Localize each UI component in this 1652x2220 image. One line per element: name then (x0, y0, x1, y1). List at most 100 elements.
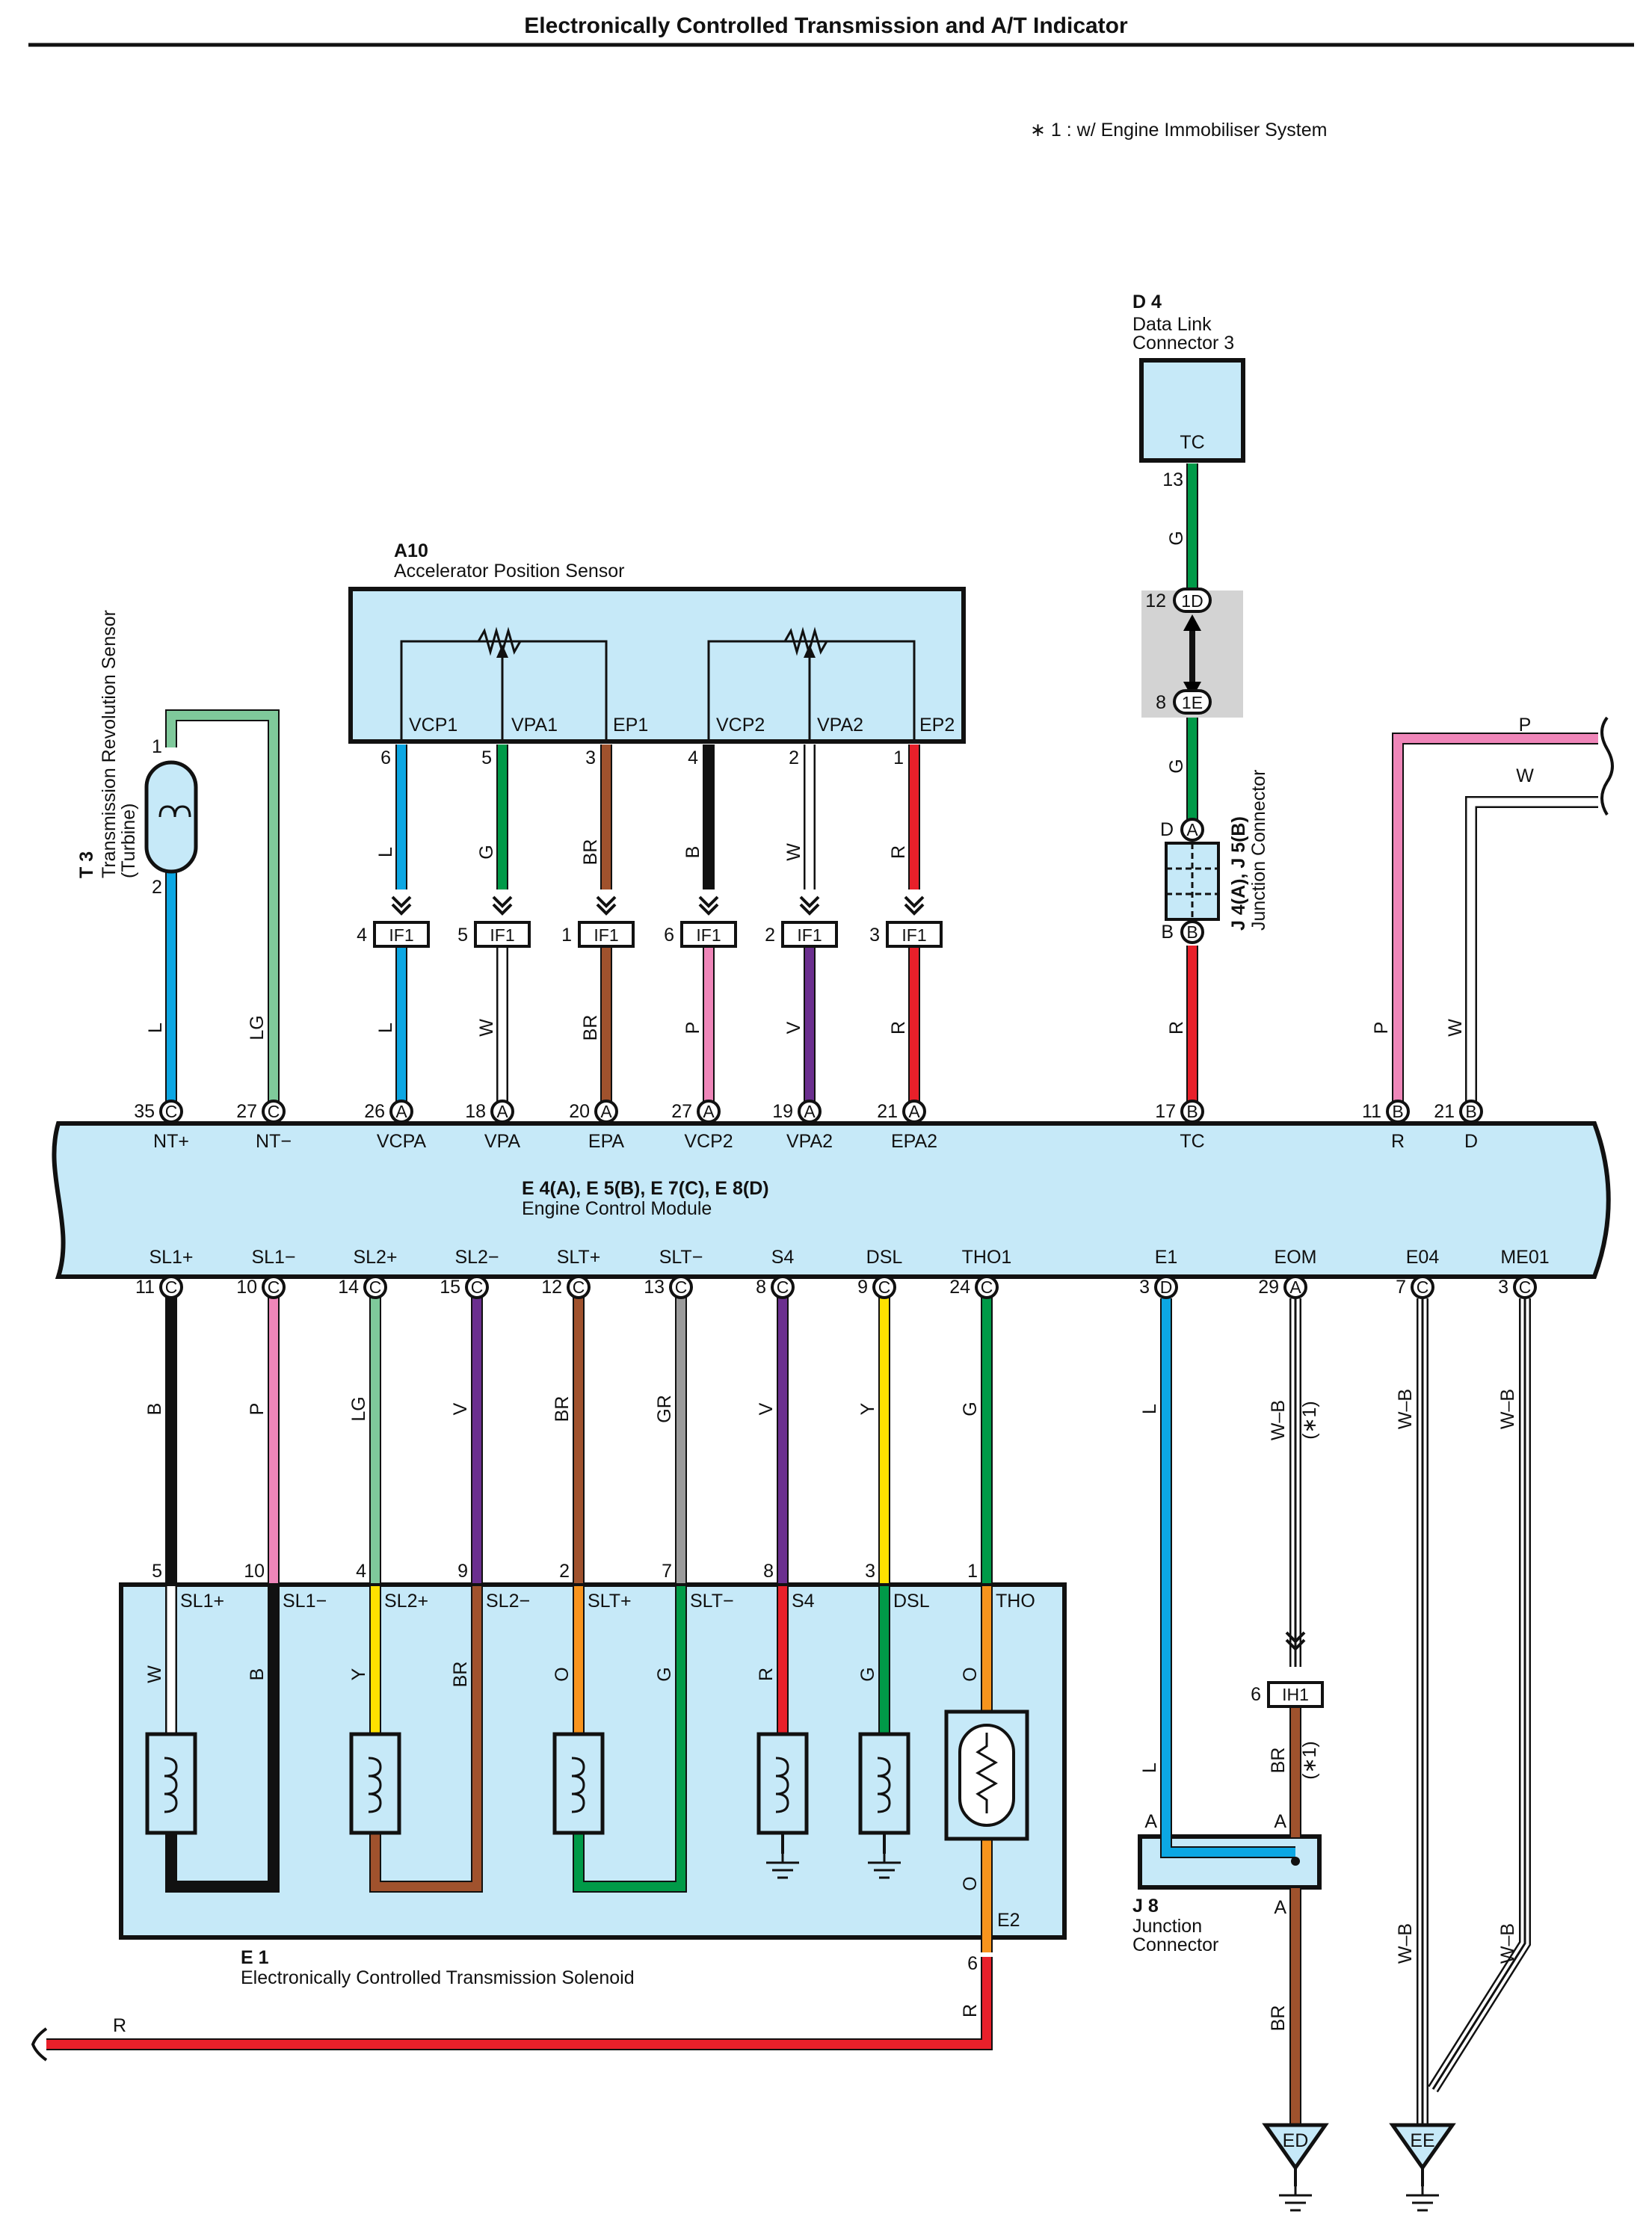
eom-wire-ground-label: BR (1268, 2005, 1289, 2032)
eom-wire-note: (∗1) (1299, 1401, 1320, 1440)
ecm-bottom-pin-7 (872, 1275, 896, 1299)
a10-wire-lower-label-1: W (476, 1019, 497, 1037)
ecm-top-pin-8-letter: B (1186, 1102, 1198, 1121)
tho-wire-out-label: O (960, 1876, 981, 1890)
e1-wire (1160, 1298, 1295, 1858)
e2-pin-num: 6 (967, 1953, 978, 1974)
t3-name-2: (Turbine) (118, 804, 139, 879)
slt-wire-return-core (574, 1586, 685, 1891)
ih1-label: IH1 (1282, 1685, 1309, 1704)
tc-junction-1e-num: 8 (1156, 692, 1166, 713)
ecm-bottom-pin-11-letter: C (1417, 1277, 1429, 1297)
if1-connector-4 (781, 921, 838, 948)
t3-sensor-coil (158, 805, 191, 818)
sl1-coil-winding (164, 1757, 178, 1813)
d-wire-end-label: W (1516, 765, 1534, 786)
solenoid-wire-upper-label-3: V (450, 1402, 471, 1415)
wire-break-left (31, 2027, 48, 2062)
ecm-bottom-pin-12 (1513, 1275, 1537, 1299)
e2-wire-core (46, 1957, 991, 2049)
a10-pin-num-5: 1 (893, 747, 904, 768)
ecm-bottom-pin-label-7: DSL (866, 1247, 903, 1268)
ecm-bottom-pin-label-12: ME01 (1500, 1247, 1549, 1268)
a10-chevron-4 (799, 895, 820, 916)
d4-name-1: Data Link (1132, 314, 1212, 335)
t3-wire-ntminus-core (167, 711, 278, 1111)
ecm-top-pin-num-7: 21 (877, 1101, 898, 1122)
ecm-bottom-pin-num-9: 3 (1139, 1277, 1150, 1298)
dsl-coil-winding (877, 1757, 891, 1813)
ecm-top-pin-5-letter: A (703, 1102, 715, 1121)
solenoid-inner-wire-label-3: BR (450, 1662, 471, 1688)
a10-sensor-box (348, 587, 966, 744)
ecm-bottom-pin-num-4: 12 (541, 1277, 562, 1298)
if1-label-0: IF1 (389, 925, 413, 945)
ecm-name: Engine Control Module (522, 1198, 712, 1219)
ecm-bottom-pin-num-3: 15 (440, 1277, 460, 1298)
jc-pin-top (1180, 818, 1204, 842)
ecm-bottom-pin-label-9: E1 (1155, 1247, 1178, 1268)
sl2-coil-winding (368, 1757, 382, 1813)
tc-junction-1d-label: 1D (1181, 591, 1203, 611)
eom-wire-upper-label: W–B (1268, 1400, 1289, 1440)
t3-wire-ntminus (165, 709, 280, 1111)
a10-wire-lower-label-5: R (888, 1021, 909, 1035)
solenoid-pin-num-7: 3 (865, 1561, 875, 1582)
ecm-bottom-pin-label-5: SLT− (659, 1247, 703, 1268)
a10-pin-num-4: 2 (789, 747, 799, 768)
a10-pin-num-3: 4 (688, 747, 698, 768)
j8-name-2: Connector (1132, 1934, 1218, 1955)
if1-num-4: 2 (765, 925, 775, 946)
j8-code: J 8 (1132, 1896, 1159, 1917)
tc-junction-1e-label: 1E (1182, 693, 1203, 712)
tc-junction-1d (1173, 588, 1212, 613)
eom-chevron (1285, 1631, 1306, 1651)
ecm-top-pin-label-8: TC (1180, 1131, 1204, 1152)
slt-coil (552, 1732, 605, 1835)
ecm-top-pin-num-1: 27 (236, 1101, 257, 1122)
ecm-bottom-pin-label-2: SL2+ (353, 1247, 397, 1268)
ecm-top-pin-label-5: VCP2 (684, 1131, 733, 1152)
ecm-top-pin-label-7: EPA2 (891, 1131, 937, 1152)
d-wire-core (1467, 798, 1598, 1111)
ecm-top-pin-5 (697, 1100, 721, 1123)
if1-label-4: IF1 (797, 925, 822, 945)
solenoid-pin-num-1: 10 (244, 1561, 265, 1582)
ecm-bottom-pin-12-letter: C (1519, 1277, 1532, 1297)
a10-pin-ep1: EP1 (613, 715, 648, 736)
ecm-top-pin-num-9: 11 (1362, 1101, 1381, 1122)
r-wire-outline (1392, 733, 1598, 1111)
a10-pin-vpa2: VPA2 (817, 715, 863, 736)
a10-wire-upper-label-5: R (888, 845, 909, 859)
a10-potentiometer-2 (707, 626, 916, 740)
wire-layer (46, 463, 1598, 2134)
ecm-top-pin-4 (594, 1100, 618, 1123)
a10-chevron-3 (698, 895, 719, 916)
solenoid-inner-wire-label-1: B (247, 1668, 268, 1681)
jc-pin-bottom-num: B (1161, 922, 1174, 943)
ecm-code: E 4(A), E 5(B), E 7(C), E 8(D) (522, 1178, 769, 1199)
s4-coil (756, 1732, 809, 1835)
ground-label-0: ED (1283, 2130, 1309, 2151)
ecm-top-pin-3-letter: A (496, 1102, 508, 1121)
ecm-top-pin-6 (798, 1100, 822, 1123)
ecm-bottom-pin-7-letter: C (878, 1277, 891, 1297)
ecm-top-pin-label-1: NT− (256, 1131, 292, 1152)
solenoid-pin-num-6: 8 (763, 1561, 774, 1582)
solenoid-pin-num-2: 4 (356, 1561, 366, 1582)
ground-earth-1 (1406, 2186, 1439, 2212)
tc-wire-mid-label: G (1166, 759, 1187, 773)
if1-connector-1 (474, 921, 531, 948)
if1-label-1: IF1 (490, 925, 514, 945)
d4-code: D 4 (1132, 292, 1162, 312)
s4-ground (766, 1854, 799, 1879)
sl1-wire-return-core (167, 1586, 278, 1891)
solenoid-inner-wire-label-7: G (857, 1667, 878, 1681)
ecm-bottom-pin-11 (1411, 1275, 1434, 1299)
ecm-bottom-pin-0-letter: C (165, 1277, 178, 1297)
me01-wire-lower-label: W–B (1497, 1923, 1518, 1964)
solenoid-pin-num-3: 9 (457, 1561, 468, 1582)
ecm-bottom-pin-label-10: EOM (1275, 1247, 1317, 1268)
tc-wire-upper-label: G (1166, 531, 1187, 545)
